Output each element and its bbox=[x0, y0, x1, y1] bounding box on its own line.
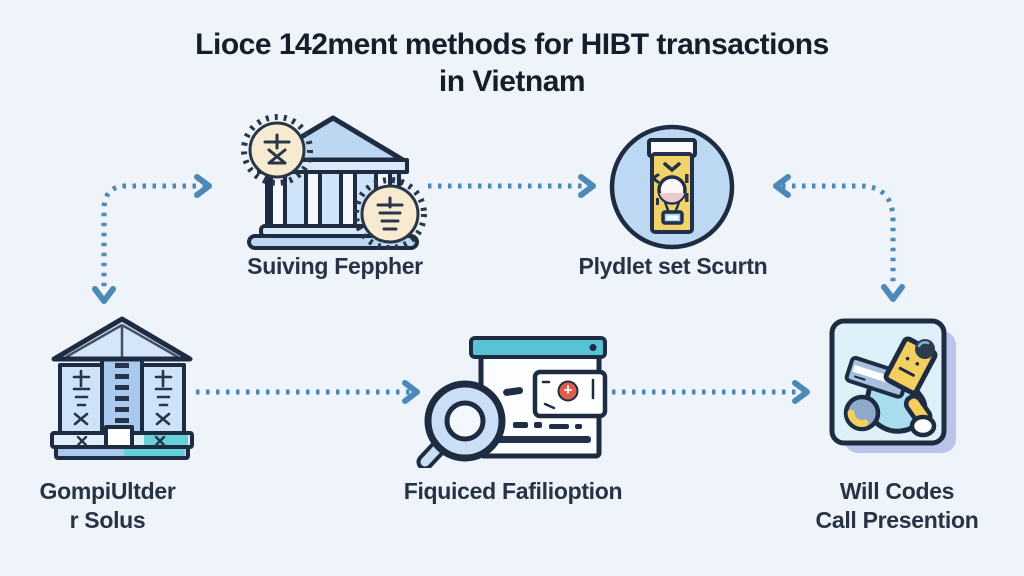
office-building-icon bbox=[38, 315, 206, 460]
page-title-line-1: Lioce 142ment methods for HIBT transacti… bbox=[195, 28, 829, 61]
coin-icon bbox=[353, 177, 427, 251]
arrow-topleft-split bbox=[92, 174, 212, 304]
card-label-line-1: Will Codes bbox=[839, 478, 955, 504]
arrow-bank-to-wallet bbox=[428, 174, 596, 198]
small-dash bbox=[503, 387, 524, 396]
building-base-glyphs bbox=[76, 435, 166, 447]
building-label-line-2: r Solus bbox=[69, 507, 146, 533]
wallet-label: Plydlet set Scurtn bbox=[578, 253, 768, 279]
sock-toe bbox=[909, 414, 937, 438]
arrow-building-to-search bbox=[196, 380, 420, 404]
magnifier-icon bbox=[416, 380, 506, 471]
card-label: Will Codes Call Presention bbox=[772, 477, 1022, 535]
page-title-line-2: in Vietnam bbox=[438, 65, 586, 98]
building-label-line-1: GompiUltder bbox=[39, 478, 176, 504]
payment-hourglass-icon bbox=[605, 120, 740, 255]
id-card-popup-icon bbox=[532, 369, 608, 419]
globe-dot-icon bbox=[915, 339, 935, 359]
card-label-line-2: Call Presention bbox=[815, 507, 979, 533]
search-label: Fiquiced Fafilioption bbox=[403, 478, 623, 504]
hourglass-balloon-icon bbox=[657, 175, 687, 225]
card-tile-icon bbox=[826, 313, 966, 463]
arrow-search-to-card bbox=[612, 380, 810, 404]
coin-icon bbox=[241, 114, 313, 186]
building-windows bbox=[115, 363, 129, 423]
bank-coins-icon bbox=[233, 108, 433, 251]
bank-label: Suiving Feppher bbox=[247, 253, 423, 279]
building-glyphs bbox=[72, 369, 173, 426]
search-browser-icon bbox=[415, 328, 610, 471]
building-label: GompiUltder r Solus bbox=[0, 477, 215, 535]
page-title: Lioce 142ment methods for HIBT transacti… bbox=[0, 26, 1024, 100]
badge-circle-icon bbox=[843, 394, 881, 432]
